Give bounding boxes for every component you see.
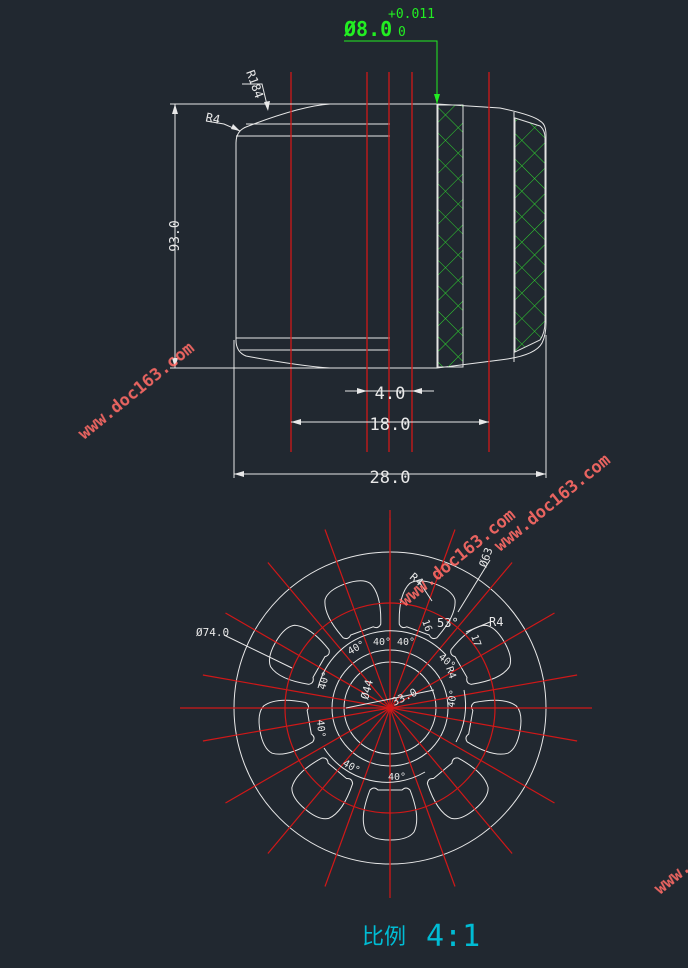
label-40-8: 40° (388, 772, 406, 783)
label-18: 18.0 (370, 415, 411, 435)
front-body-outline (235, 103, 547, 369)
front-outline (235, 103, 547, 369)
scale-text: 比例 (362, 925, 406, 950)
label-40-2: 40° (373, 637, 391, 648)
front-arrowheads (172, 94, 546, 477)
label-4: 4.0 (375, 384, 406, 404)
label-d63: Ø63 (477, 546, 496, 569)
label-r4-inner: R4 (443, 665, 457, 680)
leader-r4-right (465, 621, 491, 633)
side-centerlines (180, 510, 592, 898)
label-r4-right: R4 (489, 615, 503, 629)
front-dimensions (170, 40, 547, 478)
leader-r4-top (417, 579, 433, 602)
label-17: 17 (468, 633, 482, 648)
dim-33-line (345, 689, 435, 709)
angle-40-arc-right (455, 689, 467, 743)
watermark-1: www.doc163.com (75, 338, 199, 444)
watermark-4: www.doc163.com (651, 793, 688, 899)
angle-40-arc-inner (317, 630, 447, 689)
label-r4: R4 (204, 110, 221, 127)
leader-r184 (242, 83, 269, 110)
label-93: 93.0 (168, 220, 183, 251)
arrow-r184 (264, 101, 270, 111)
leader-d74 (223, 634, 293, 669)
front-labels: 93.0 28.0 18.0 4.0 R184 R4 (168, 68, 410, 488)
arrow-93-top (172, 104, 178, 114)
label-40-9: 40° (446, 689, 460, 709)
front-view: 93.0 28.0 18.0 4.0 R184 R4 Ø8.0 +0.011 0 (168, 7, 547, 488)
label-28: 28.0 (370, 468, 411, 488)
label-d44: Ø44 (358, 678, 376, 701)
arrow-93-bottom (172, 358, 178, 368)
scale-label: 比例 4:1 (362, 919, 480, 954)
arrow-tolerance (434, 94, 440, 104)
arrow-28-right (536, 471, 546, 477)
label-16: 16 (419, 618, 433, 633)
arrow-18-left (291, 419, 301, 425)
label-40-5: 40° (317, 670, 332, 690)
leader-d63 (457, 559, 491, 613)
tolerance-upper: +0.011 (388, 7, 435, 22)
tolerance-lower: 0 (398, 25, 406, 40)
arrow-28-left (234, 471, 244, 477)
hatch-section-right (514, 117, 546, 353)
arrow-4-left (357, 388, 367, 394)
label-40-3: 40° (397, 637, 415, 648)
scale-value: 4:1 (426, 919, 480, 954)
label-d74: Ø74.0 (196, 626, 229, 639)
arrow-4-right (412, 388, 422, 394)
angle-40-arc-lower (323, 747, 426, 783)
side-leaders (223, 559, 491, 783)
side-view: Ø74.0 Ø63 R4 R4 53° 16 17 R4 Ø44 33.0 40… (180, 510, 592, 898)
label-40-1: 40° (346, 639, 367, 658)
tolerance-callout: Ø8.0 +0.011 0 (343, 7, 435, 41)
tolerance-diameter: Ø8.0 (343, 17, 392, 41)
watermark-3: www.doc163.com (491, 450, 615, 556)
leader-tolerance (344, 40, 438, 104)
front-centerlines (290, 72, 490, 452)
hatch-section-left (437, 104, 464, 368)
watermark-2: www.doc163.com (396, 505, 520, 611)
label-53: 53° (437, 616, 459, 630)
hatched-sections (437, 104, 546, 368)
arrow-r4 (231, 124, 240, 131)
label-40-6: 40° (314, 719, 327, 738)
arrow-18-right (479, 419, 489, 425)
